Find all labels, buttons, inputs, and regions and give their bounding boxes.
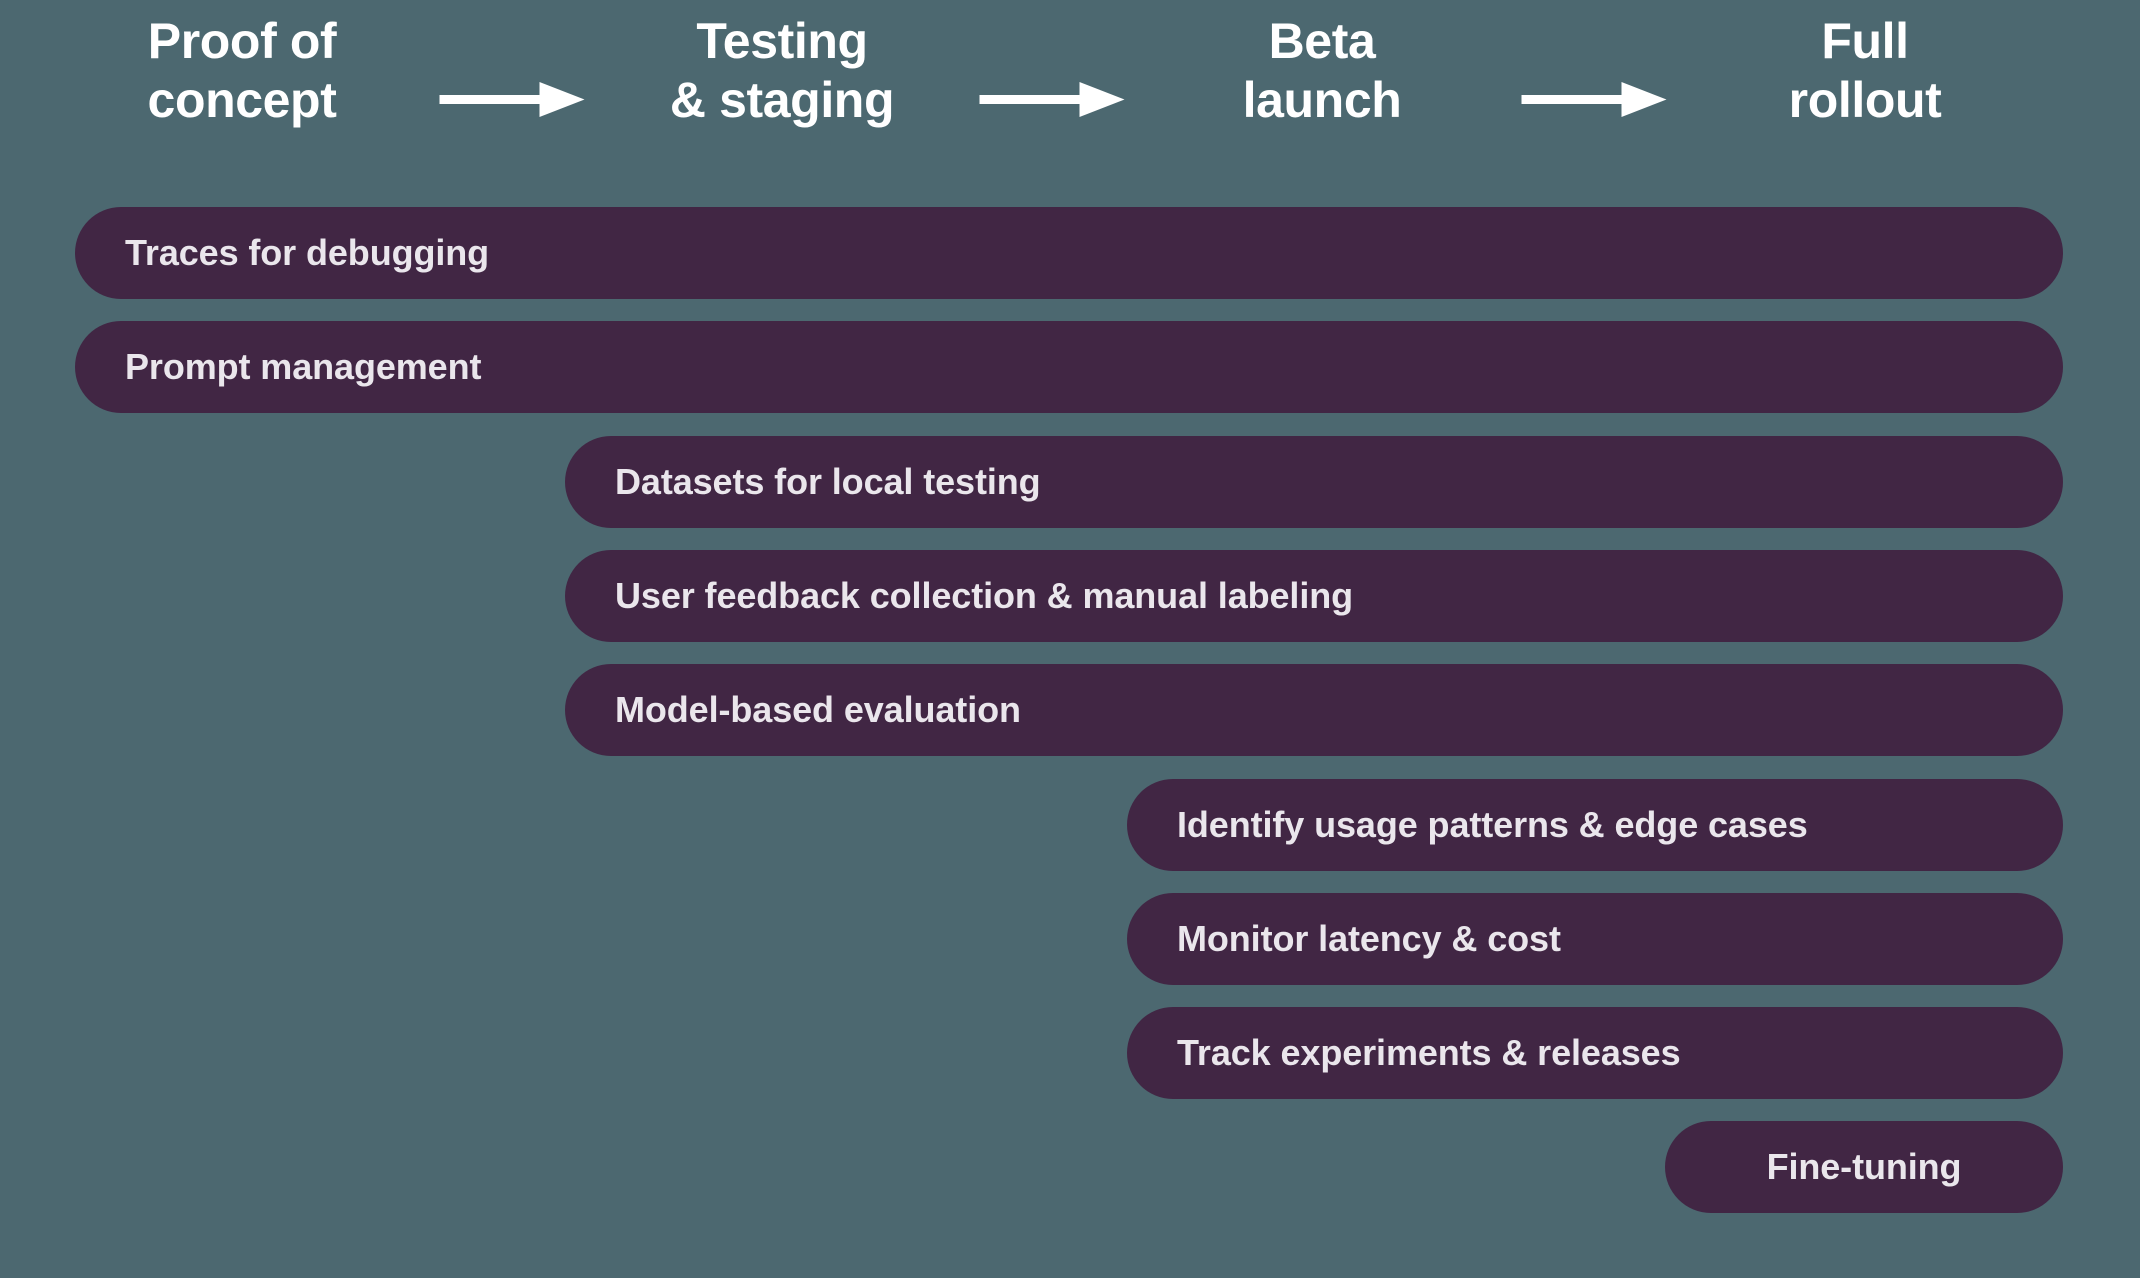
arrow-right-icon (1521, 78, 1667, 122)
capability-bar: Prompt management (75, 321, 2063, 413)
capability-bar-label: Identify usage patterns & edge cases (1177, 804, 1808, 845)
capability-bar: Traces for debugging (75, 207, 2063, 299)
capability-bar-label: Fine-tuning (1766, 1146, 1962, 1187)
capability-bar: Model-based evaluation (565, 664, 2063, 756)
capability-bar: Track experiments & releases (1127, 1007, 2063, 1099)
capability-bar-label: Track experiments & releases (1177, 1032, 1681, 1073)
capability-bar-label: User feedback collection & manual labeli… (615, 575, 1354, 616)
capability-bar-label: Datasets for local testing (615, 461, 1041, 502)
capability-bar: Identify usage patterns & edge cases (1127, 779, 2063, 871)
arrow-right-icon (979, 78, 1125, 122)
capability-bar: Monitor latency & cost (1127, 893, 2063, 985)
stage-label-4: Full rollout (1788, 13, 1942, 128)
capability-bar: User feedback collection & manual labeli… (565, 550, 2063, 642)
capability-bar-label: Prompt management (125, 346, 482, 387)
capability-bar: Datasets for local testing (565, 436, 2063, 528)
capability-bar-label: Traces for debugging (125, 232, 490, 273)
stage-label-1: Proof of concept (147, 13, 337, 128)
stage-header-row: Proof of concept Testing & staging Beta la… (0, 12, 2140, 152)
stage-label-2: Testing & staging (669, 13, 895, 128)
capability-bar-label: Monitor latency & cost (1177, 918, 1561, 959)
arrow-right-icon (439, 78, 585, 122)
capability-bar-label: Model-based evaluation (615, 689, 1021, 730)
stage-label-3: Beta launch (1242, 13, 1402, 128)
capability-bar: Fine-tuning (1665, 1121, 2063, 1213)
